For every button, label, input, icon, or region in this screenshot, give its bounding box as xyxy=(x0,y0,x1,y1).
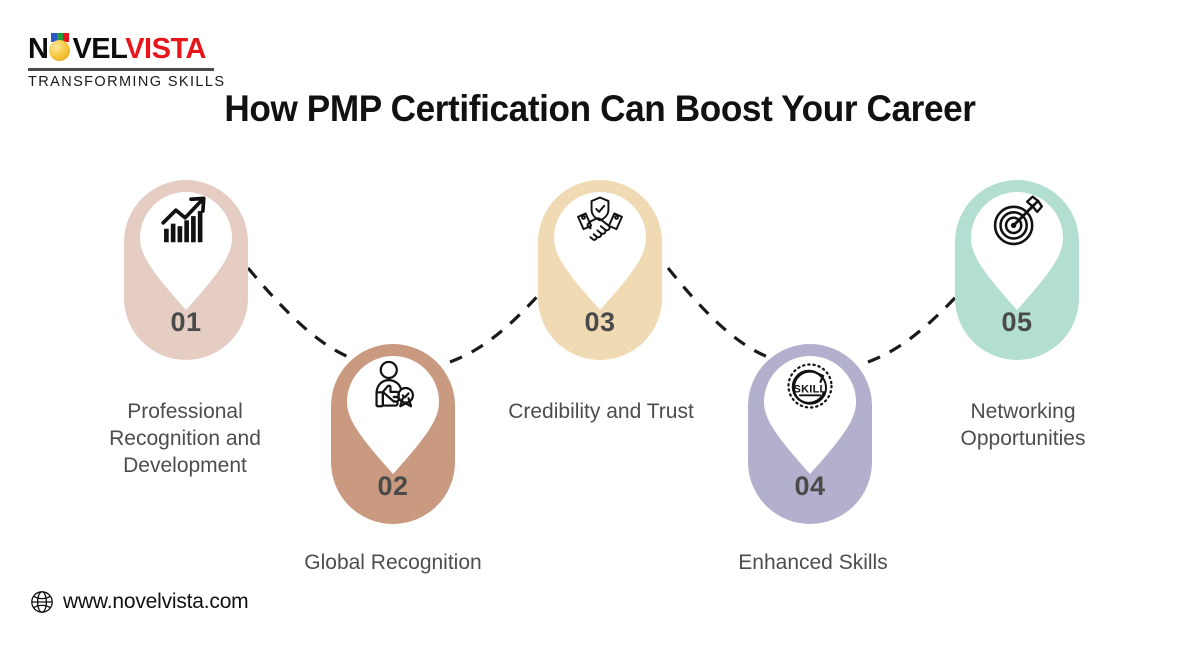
svg-text:SKILL: SKILL xyxy=(794,383,827,395)
step-number-05: 05 xyxy=(1001,307,1033,337)
page-title: How PMP Certification Can Boost Your Car… xyxy=(224,88,976,129)
logo-tagline: TRANSFORMING SKILLS xyxy=(28,74,226,90)
step-number-02: 02 xyxy=(377,471,409,501)
logo-wordmark: N VELVISTA xyxy=(28,32,218,66)
step-item-03[interactable]: 03 xyxy=(538,180,662,360)
step-item-01[interactable]: 01 xyxy=(124,180,248,360)
website-url: www.novelvista.com xyxy=(63,590,249,613)
map-pin-shape-02 xyxy=(347,356,439,474)
step-item-05[interactable]: 05 xyxy=(955,180,1079,360)
step-label-02: Global Recognition xyxy=(304,551,482,574)
map-pin-shape-03 xyxy=(554,192,646,310)
logo-text-vel: VEL xyxy=(72,33,126,65)
step-capsule-03: 03 xyxy=(538,180,662,360)
skill-badge-icon: SKILL xyxy=(783,359,837,413)
target-arrow-icon xyxy=(990,195,1044,249)
globe-icon xyxy=(31,591,53,613)
step-capsule-05: 05 xyxy=(955,180,1079,360)
step-number-04: 04 xyxy=(794,471,826,501)
step-capsule-01: 01 xyxy=(124,180,248,360)
handshake-shield-icon xyxy=(573,195,627,249)
logo-divider xyxy=(28,68,214,71)
logo-text-vista: VISTA xyxy=(125,33,206,65)
step-label-01: Professional Recognition and Development xyxy=(109,400,261,477)
step-label-04: Enhanced Skills xyxy=(738,551,888,574)
novelvista-logo: N VELVISTA TRANSFORMING SKILLS xyxy=(28,32,226,90)
step-item-04[interactable]: SKILL 04 xyxy=(748,344,872,524)
map-pin-shape-05 xyxy=(971,192,1063,310)
logo-text-n: N xyxy=(28,33,49,65)
footer: www.novelvista.com xyxy=(30,590,249,614)
gold-medal-icon xyxy=(48,33,72,61)
step-label-03: Credibility and Trust xyxy=(508,400,694,423)
step-number-03: 03 xyxy=(584,307,616,337)
step-label-05: Networking Opportunities xyxy=(960,400,1086,450)
step-capsule-04: SKILL 04 xyxy=(748,344,872,524)
thumbs-up-award-icon xyxy=(366,359,420,413)
step-capsule-02: 02 xyxy=(331,344,455,524)
step-item-02[interactable]: 02 xyxy=(331,344,455,524)
map-pin-shape-04 xyxy=(764,356,856,474)
step-number-01: 01 xyxy=(170,307,202,337)
growth-chart-icon xyxy=(159,195,213,249)
